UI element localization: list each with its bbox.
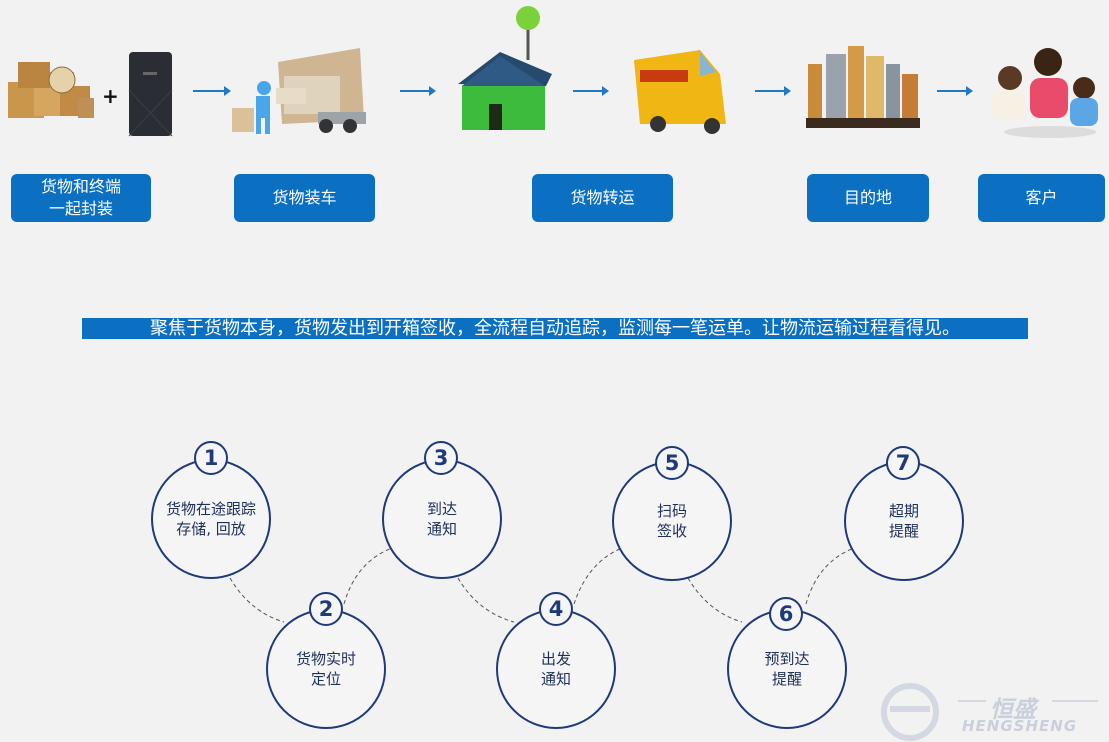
feature-overdue: 超期 提醒	[844, 461, 964, 581]
delivery-van-icon	[634, 50, 726, 134]
smart-house-icon	[458, 6, 552, 130]
step-number: 4	[539, 592, 573, 626]
flow-step-pack: 货物和终端 一起封装	[11, 174, 151, 222]
step-number: 3	[424, 441, 458, 475]
flow-step-customer: 客户	[978, 174, 1105, 222]
summary-banner: 聚焦于货物本身，货物发出到开箱签收，全流程自动追踪，监测每一笔运单。让物流运输过…	[82, 318, 1028, 339]
flow-arrow	[193, 86, 231, 96]
plus-sign: +	[102, 84, 119, 108]
package-boxes-icon	[8, 62, 94, 118]
feature-scan-sign: 扫码 签收	[612, 461, 732, 581]
flow-arrow	[755, 86, 791, 96]
family-customer-icon	[992, 48, 1098, 138]
step-number: 7	[886, 446, 920, 480]
flow-step-transfer: 货物转运	[532, 174, 673, 222]
flow-step-destination: 目的地	[807, 174, 929, 222]
step-number: 5	[655, 446, 689, 480]
tracker-device-icon	[128, 52, 173, 137]
flow-arrow	[400, 86, 436, 96]
flow-arrow	[937, 86, 973, 96]
logo-name: 恒盛	[990, 697, 1036, 723]
truck-loading-icon	[232, 48, 366, 134]
feature-departure-notice: 出发 通知	[496, 609, 616, 729]
feature-arrival-notice: 到达 通知	[382, 459, 502, 579]
flow-step-load: 货物装车	[234, 174, 375, 222]
step-number: 6	[769, 597, 803, 631]
logo-subtitle: HENGSHENG	[962, 717, 1078, 735]
step-number: 2	[309, 592, 343, 626]
city-buildings-icon	[806, 46, 920, 128]
step-number: 1	[194, 441, 228, 475]
flow-arrow	[573, 86, 609, 96]
feature-tracking: 货物在途跟踪 存储, 回放	[151, 459, 271, 579]
